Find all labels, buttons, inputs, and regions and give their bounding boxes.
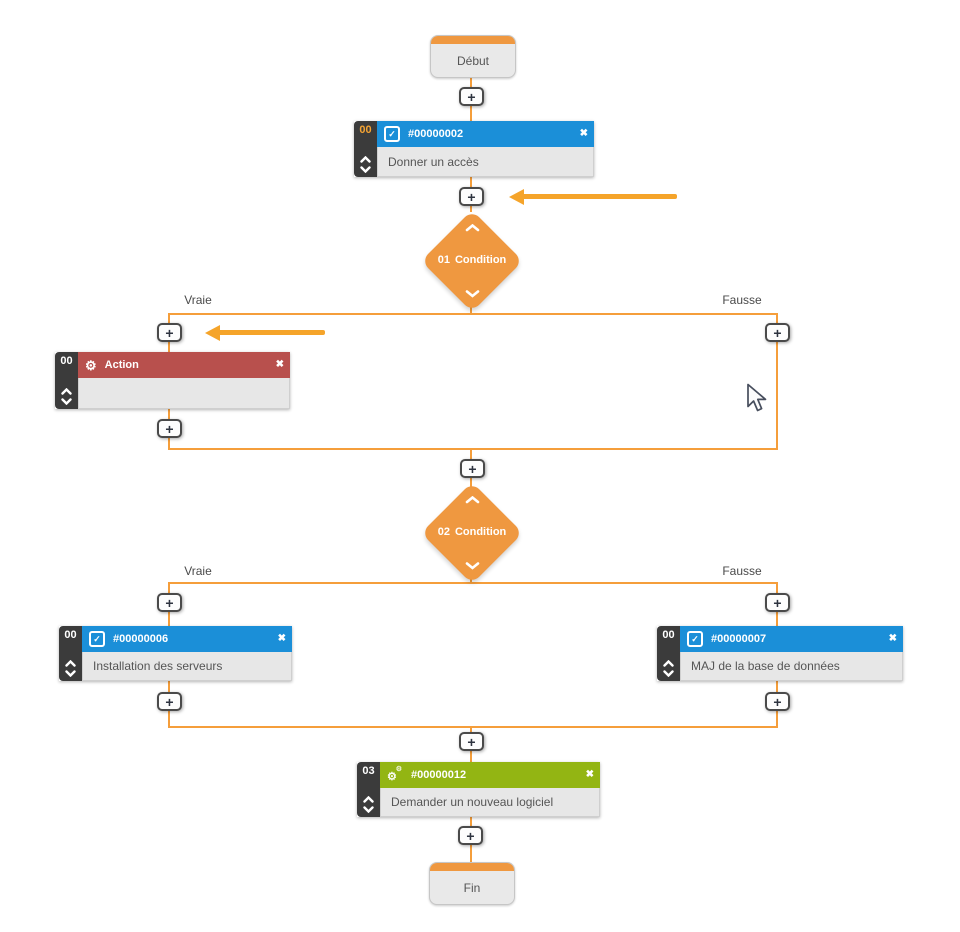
- move-down-icon[interactable]: [663, 670, 674, 678]
- connector: [470, 303, 472, 315]
- order-badge: 03: [362, 765, 375, 777]
- card-side-controls: 00: [55, 352, 78, 409]
- task-checkbox-icon: ✓: [384, 126, 400, 142]
- card-title: Action: [104, 359, 139, 371]
- task-card-00000006[interactable]: 00 ✓ #00000006 ✖ Installation des serveu…: [59, 626, 292, 681]
- card-side-controls: 00: [657, 626, 680, 681]
- action-card[interactable]: 00 ⚙ Action ✖: [55, 352, 290, 409]
- order-badge: 00: [662, 629, 675, 641]
- connector: [776, 313, 778, 450]
- task-card-00000002[interactable]: 00 ✓ #00000002 ✖ Donner un accès: [354, 121, 594, 177]
- connector: [168, 313, 778, 315]
- annotation-arrow: [509, 189, 677, 205]
- move-down-icon[interactable]: [65, 670, 76, 678]
- mouse-cursor: [746, 383, 770, 415]
- connector: [168, 448, 778, 450]
- add-step-button[interactable]: +: [157, 692, 182, 711]
- add-step-button[interactable]: +: [459, 87, 484, 106]
- task-checkbox-icon: ✓: [687, 631, 703, 647]
- add-step-button[interactable]: +: [460, 459, 485, 478]
- move-up-icon[interactable]: [363, 795, 374, 803]
- card-body-text[interactable]: Demander un nouveau logiciel: [380, 788, 600, 817]
- annotation-arrow: [205, 325, 325, 341]
- order-badge: 00: [359, 124, 372, 136]
- move-down-icon[interactable]: [363, 806, 374, 814]
- move-up-icon[interactable]: [360, 155, 371, 163]
- close-icon[interactable]: ✖: [888, 633, 897, 644]
- branch-false-label: Fausse: [722, 293, 762, 307]
- add-step-button[interactable]: +: [459, 732, 484, 751]
- chevron-down-icon[interactable]: [420, 562, 524, 570]
- task-card-00000012[interactable]: 03 ⚙ ⚙ #00000012 ✖ Demander un nouveau l…: [357, 762, 600, 817]
- card-body-text[interactable]: MAJ de la base de données: [680, 652, 903, 681]
- add-step-button[interactable]: +: [157, 593, 182, 612]
- task-checkbox-icon: ✓: [89, 631, 105, 647]
- gear-icon: ⚙: [85, 357, 97, 373]
- add-step-button[interactable]: +: [765, 593, 790, 612]
- card-title: #00000002: [408, 128, 464, 140]
- branch-true-label: Vraie: [184, 564, 212, 578]
- connector: [168, 726, 778, 728]
- move-down-icon[interactable]: [61, 398, 72, 406]
- card-title: #00000007: [711, 633, 767, 645]
- branch-true-label: Vraie: [184, 293, 212, 307]
- card-body-text[interactable]: [78, 378, 290, 409]
- connector: [168, 582, 778, 584]
- end-node[interactable]: Fin: [429, 862, 515, 905]
- start-node-label: Début: [456, 53, 490, 68]
- chevron-up-icon[interactable]: [420, 224, 524, 232]
- close-icon[interactable]: ✖: [275, 359, 284, 370]
- close-icon[interactable]: ✖: [579, 128, 588, 139]
- card-body-text[interactable]: Installation des serveurs: [82, 652, 292, 681]
- move-up-icon[interactable]: [61, 387, 72, 395]
- card-side-controls: 03: [357, 762, 380, 817]
- order-badge: 00: [64, 629, 77, 641]
- move-down-icon[interactable]: [360, 166, 371, 174]
- card-title: #00000006: [113, 633, 169, 645]
- add-step-button[interactable]: +: [765, 323, 790, 342]
- chevron-up-icon[interactable]: [420, 496, 524, 504]
- add-step-button[interactable]: +: [157, 419, 182, 438]
- gears-icon: ⚙ ⚙: [387, 766, 402, 783]
- task-card-00000007[interactable]: 00 ✓ #00000007 ✖ MAJ de la base de donné…: [657, 626, 903, 681]
- close-icon[interactable]: ✖: [585, 769, 594, 780]
- branch-false-label: Fausse: [722, 564, 762, 578]
- move-up-icon[interactable]: [663, 659, 674, 667]
- card-side-controls: 00: [354, 121, 377, 177]
- card-title: #00000012: [411, 769, 467, 781]
- close-icon[interactable]: ✖: [277, 633, 286, 644]
- add-step-button[interactable]: +: [157, 323, 182, 342]
- chevron-down-icon[interactable]: [420, 290, 524, 298]
- add-step-button[interactable]: +: [459, 187, 484, 206]
- card-side-controls: 00: [59, 626, 82, 681]
- add-step-button[interactable]: +: [765, 692, 790, 711]
- terminator-accent-bar: [430, 863, 514, 871]
- start-node[interactable]: Début: [430, 35, 516, 78]
- add-step-button[interactable]: +: [458, 826, 483, 845]
- card-body-text[interactable]: Donner un accès: [377, 147, 594, 177]
- end-node-label: Fin: [463, 880, 481, 895]
- terminator-accent-bar: [431, 36, 515, 44]
- move-up-icon[interactable]: [65, 659, 76, 667]
- order-badge: 00: [60, 355, 73, 367]
